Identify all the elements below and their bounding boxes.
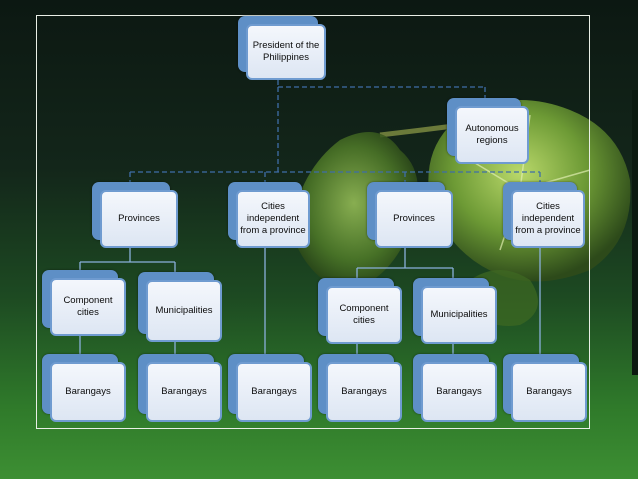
- node-provinces-a: Provinces: [92, 182, 178, 248]
- node-municipalities-b: Municipalities: [413, 278, 497, 344]
- node-cities-independent-a: Cities independent from a province: [228, 182, 310, 248]
- node-label: Barangays: [421, 362, 497, 422]
- node-municipalities-a: Municipalities: [138, 272, 222, 342]
- node-label: Barangays: [326, 362, 402, 422]
- node-barangays-5: Barangays: [413, 354, 497, 422]
- node-barangays-1: Barangays: [42, 354, 126, 422]
- node-label: Municipalities: [421, 286, 497, 344]
- node-label: Component cities: [50, 278, 126, 336]
- node-autonomous-regions: Autonomous regions: [447, 98, 529, 164]
- node-label: Provinces: [100, 190, 178, 248]
- node-component-cities-b: Component cities: [318, 278, 402, 344]
- node-label: Barangays: [511, 362, 587, 422]
- node-component-cities-a: Component cities: [42, 270, 126, 336]
- node-label: Barangays: [236, 362, 312, 422]
- node-barangays-3: Barangays: [228, 354, 312, 422]
- node-label: President of the Philippines: [246, 24, 326, 80]
- node-label: Provinces: [375, 190, 453, 248]
- node-barangays-4: Barangays: [318, 354, 402, 422]
- node-label: Barangays: [146, 362, 222, 422]
- node-label: Cities independent from a province: [236, 190, 310, 248]
- node-label: Component cities: [326, 286, 402, 344]
- node-label: Municipalities: [146, 280, 222, 342]
- node-president: President of the Philippines: [238, 16, 326, 80]
- node-label: Autonomous regions: [455, 106, 529, 164]
- node-barangays-2: Barangays: [138, 354, 222, 422]
- node-provinces-b: Provinces: [367, 182, 453, 248]
- node-cities-independent-b: Cities independent from a province: [503, 182, 585, 248]
- node-label: Cities independent from a province: [511, 190, 585, 248]
- node-barangays-6: Barangays: [503, 354, 587, 422]
- node-label: Barangays: [50, 362, 126, 422]
